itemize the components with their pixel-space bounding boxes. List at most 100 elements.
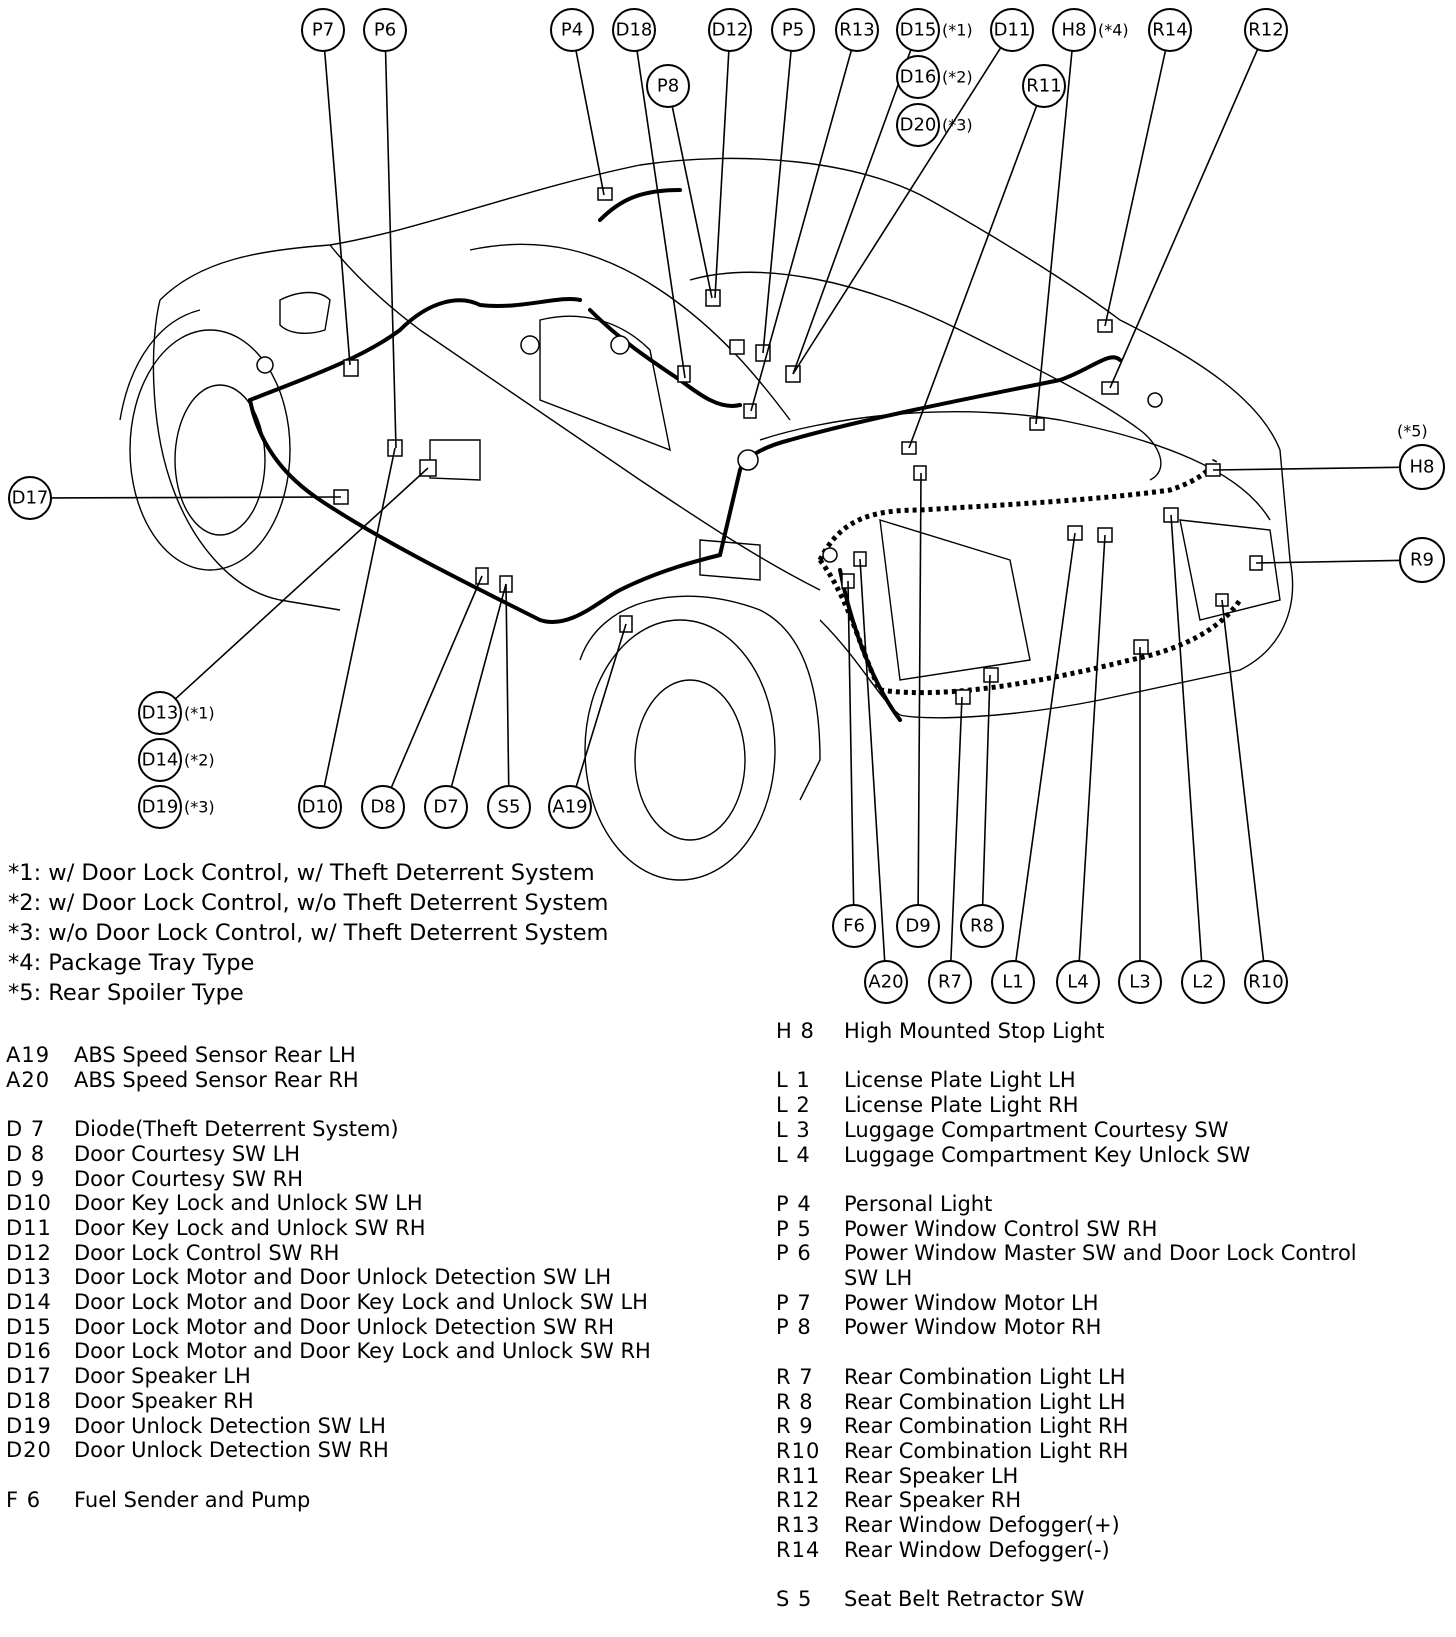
callout-note: (*2): [942, 68, 973, 87]
leader-l4: [1078, 534, 1106, 962]
callout-d16: D16(*2): [896, 55, 973, 99]
callout-s5: S5: [487, 785, 531, 829]
callout-label: L3: [1129, 972, 1150, 993]
callout-circle: [301, 8, 345, 52]
callout-label: F6: [843, 916, 865, 937]
callout-note: (*4): [1098, 21, 1129, 40]
legend-group: H 8 High Mounted Stop Light: [776, 1019, 1357, 1044]
legend-code: D15: [6, 1314, 52, 1339]
legend-description: Rear Speaker LH: [844, 1463, 1019, 1488]
leader-r9: [1255, 559, 1401, 564]
leader-d8: [390, 575, 483, 789]
callout-label: R8: [970, 916, 994, 937]
callout-label: P6: [374, 20, 396, 41]
callout-label: H8: [1062, 20, 1087, 41]
legend-description: Door Key Lock and Unlock SW RH: [74, 1215, 426, 1240]
legend-description: High Mounted Stop Light: [844, 1019, 1105, 1043]
connector-markers: [256, 187, 1263, 705]
leader-d10: [323, 447, 396, 787]
legend-description: Door Lock Motor and Door Key Lock and Un…: [74, 1339, 651, 1364]
callout-circle: [298, 785, 342, 829]
callout-circle: [991, 960, 1035, 1004]
legend-description: Door Courtesy SW RH: [74, 1166, 303, 1191]
callout-p5: P5: [771, 8, 815, 52]
leader-d18: [636, 50, 686, 379]
legend-description: Door Unlock Detection SW LH: [74, 1413, 386, 1438]
legend-code: S 5: [776, 1587, 813, 1612]
callout-circle: [1118, 960, 1162, 1004]
callout-p7: P7: [301, 8, 345, 52]
legend-row: R11 Rear Speaker LH: [776, 1464, 1357, 1489]
legend-description: Rear Combination Light RH: [844, 1414, 1129, 1439]
callout-d9: D9: [896, 904, 940, 948]
legend-description: License Plate Light RH: [844, 1093, 1079, 1118]
callout-d19: D19(*3): [138, 785, 215, 829]
callout-circle: [1399, 537, 1445, 583]
leader-p4: [575, 50, 605, 196]
callout-label: R9: [1410, 550, 1434, 571]
legend-code: H 8: [776, 1019, 815, 1043]
legend-code: D10: [6, 1191, 52, 1216]
callout-label: D8: [370, 797, 395, 818]
leader-r10: [1221, 599, 1265, 962]
callout-d8: D8: [361, 785, 405, 829]
leader-d17: [50, 496, 342, 499]
legend-code: R11: [776, 1463, 821, 1488]
legend-description: Door Unlock Detection SW RH: [74, 1438, 389, 1463]
legend-code: A20: [6, 1067, 51, 1092]
legend-row: S 5 Seat Belt Retractor SW: [776, 1587, 1357, 1612]
legend-description: Door Lock Motor and Door Key Lock and Un…: [74, 1290, 648, 1315]
leader-h8: [1212, 466, 1401, 471]
leader-l2: [1170, 514, 1203, 962]
legend-code: F 6: [6, 1487, 42, 1512]
legend-description: Power Window Control SW RH: [844, 1216, 1158, 1241]
callout-circle: [646, 64, 690, 108]
legend-description: Luggage Compartment Key Unlock SW: [844, 1142, 1251, 1167]
callout-l2: L2: [1181, 960, 1225, 1004]
callout-d7: D7: [424, 785, 468, 829]
legend-description: Door Courtesy SW LH: [74, 1141, 301, 1166]
leader-r14: [1104, 50, 1167, 327]
callout-circle: [612, 8, 656, 52]
footnotes: *1: w/ Door Lock Control, w/ Theft Deter…: [8, 858, 608, 1008]
legend-row: D15 Door Lock Motor and Door Unlock Detec…: [6, 1315, 651, 1340]
callout-circle: [1148, 8, 1192, 52]
callout-label: L4: [1067, 972, 1088, 993]
callout-note: (*1): [942, 21, 973, 40]
callout-label: R7: [938, 972, 962, 993]
legend-description: ABS Speed Sensor Rear LH: [74, 1043, 356, 1067]
callout-r13: R13: [835, 8, 879, 52]
callout-l3: L3: [1118, 960, 1162, 1004]
legend-code: R 7: [776, 1364, 814, 1389]
legend-description: Seat Belt Retractor SW: [844, 1587, 1085, 1612]
legend-description: License Plate Light LH: [844, 1068, 1076, 1093]
legend-code: D16: [6, 1339, 52, 1364]
legend-description: Luggage Compartment Courtesy SW: [844, 1117, 1229, 1142]
callout-circle: [960, 904, 1004, 948]
legend-description: Power Window Motor RH: [844, 1315, 1102, 1340]
footnote: *3: w/o Door Lock Control, w/ Theft Dete…: [8, 920, 609, 946]
legend-code: P 4: [776, 1191, 812, 1216]
legend-description: Diode(Theft Deterrent System): [74, 1117, 399, 1142]
legend-description: Door Lock Motor and Door Unlock Detectio…: [74, 1314, 615, 1339]
callout-d14: D14(*2): [138, 738, 215, 782]
callout-label: D9: [905, 916, 930, 937]
callout-circle: [548, 785, 592, 829]
legend-code: D17: [6, 1364, 52, 1389]
legend-code: R13: [776, 1513, 821, 1538]
legend-code: R12: [776, 1488, 821, 1513]
callout-circle: [1244, 960, 1288, 1004]
